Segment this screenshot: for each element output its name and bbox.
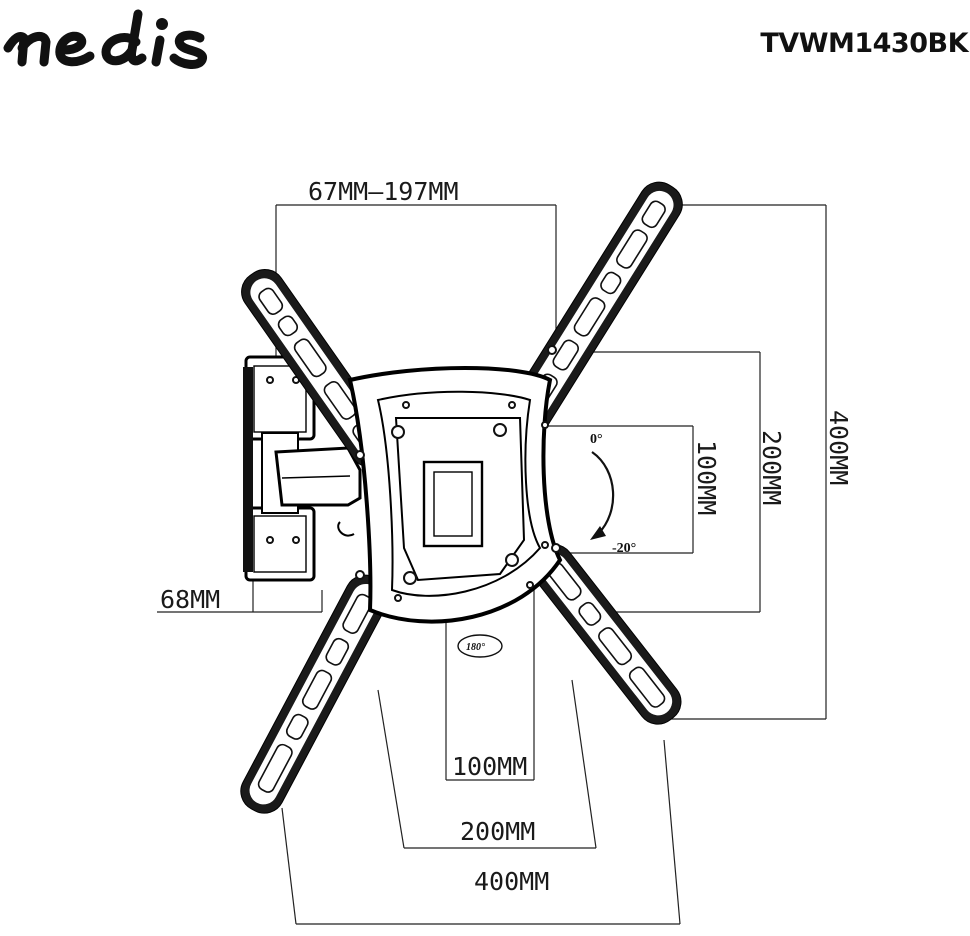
wall-depth-label: 68MM: [160, 585, 220, 614]
mounting-arms: [240, 181, 683, 814]
tilt-bottom-label: -20°: [612, 541, 636, 556]
tilt-top-label: 0°: [590, 432, 603, 447]
arm-extension-label: 67MM–197MM: [308, 177, 459, 206]
vesa-v-400-label: 400MM: [824, 410, 853, 485]
vesa-h-400-label: 400MM: [474, 867, 549, 896]
nedis-logo: [3, 9, 207, 69]
rotation-indicator: 180°: [457, 634, 503, 658]
model-number: TVWM1430BK: [760, 28, 968, 59]
tilt-indicator: 0° -20°: [590, 432, 636, 556]
vesa-v-100-label: 100MM: [692, 440, 721, 515]
center-plate: [347, 345, 563, 624]
vesa-h-100-label: 100MM: [452, 752, 527, 781]
vesa-v-200-label: 200MM: [757, 430, 786, 505]
rotation-label: 180°: [466, 642, 485, 653]
vesa-h-200-label: 200MM: [460, 817, 535, 846]
